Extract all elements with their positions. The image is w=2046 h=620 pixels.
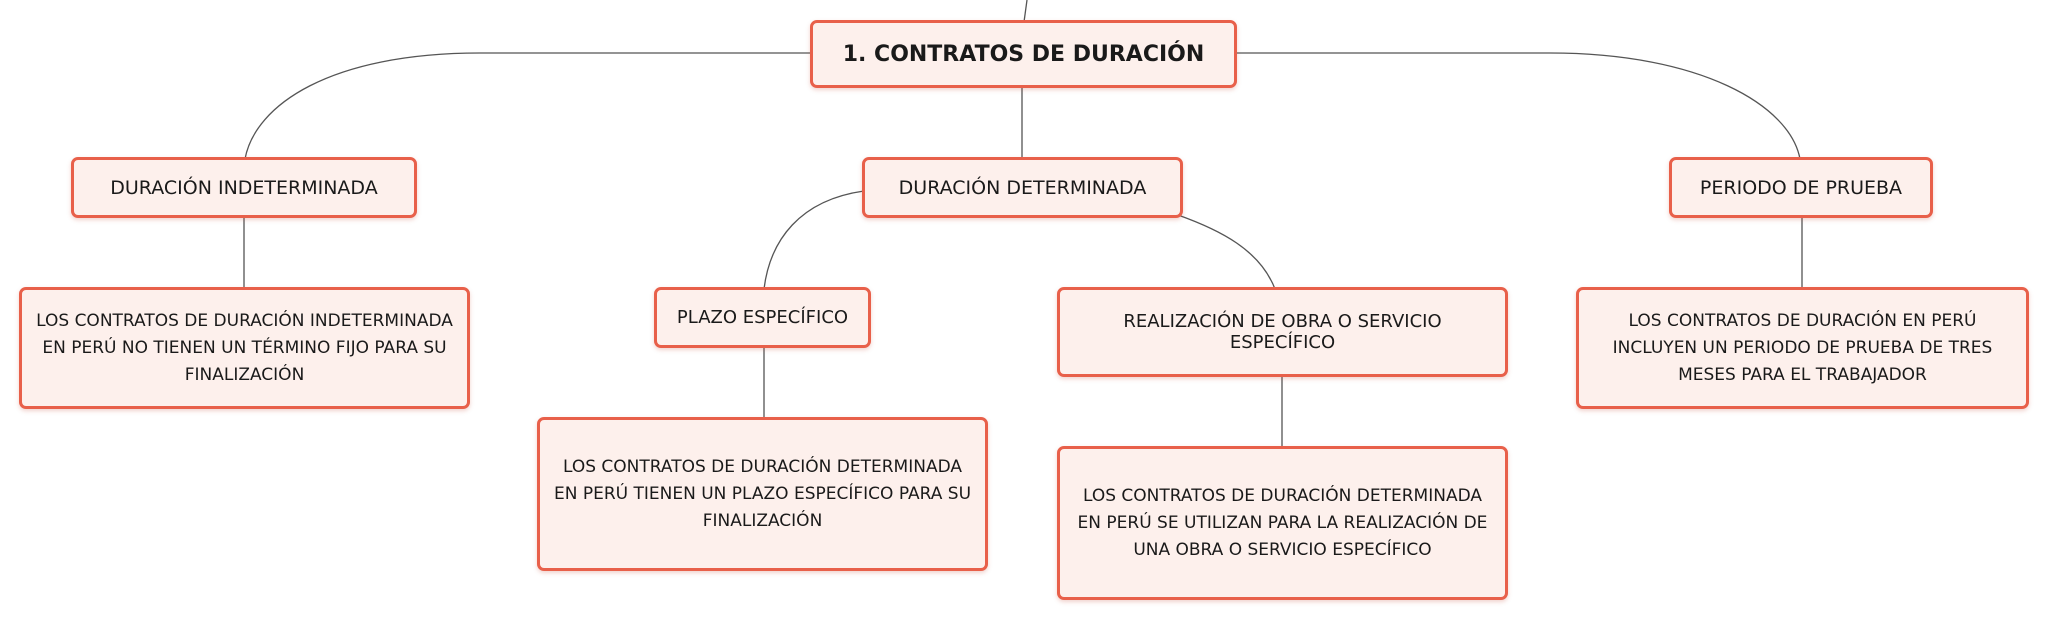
node-label: PLAZO ESPECÍFICO: [676, 307, 849, 328]
detail-text: LOS CONTRATOS DE DURACIÓN DETERMINADA EN…: [1077, 485, 1488, 560]
connector-incoming-root: [1023, 0, 1028, 23]
detail-text: LOS CONTRATOS DE DURACIÓN INDETERMINADA …: [36, 310, 453, 385]
connector-determinada-plazo: [763, 190, 865, 290]
node-realizacion-obra[interactable]: REALIZACIÓN DE OBRA O SERVICIO ESPECÍFIC…: [1057, 287, 1508, 377]
detail-periodo-de-prueba[interactable]: LOS CONTRATOS DE DURACIÓN EN PERÚ INCLUY…: [1576, 287, 2029, 409]
root-node[interactable]: 1. CONTRATOS DE DURACIÓN: [810, 20, 1237, 88]
connector-root-prueba: [1235, 52, 1801, 160]
node-label: PERIODO DE PRUEBA: [1699, 176, 1903, 199]
connector-determinada-obra: [1177, 214, 1276, 290]
node-label: DURACIÓN DETERMINADA: [898, 176, 1147, 199]
node-plazo-especifico[interactable]: PLAZO ESPECÍFICO: [654, 287, 871, 348]
detail-duracion-indeterminada[interactable]: LOS CONTRATOS DE DURACIÓN INDETERMINADA …: [19, 287, 470, 409]
node-duracion-determinada[interactable]: DURACIÓN DETERMINADA: [862, 157, 1183, 218]
detail-plazo-especifico[interactable]: LOS CONTRATOS DE DURACIÓN DETERMINADA EN…: [537, 417, 988, 571]
detail-text: LOS CONTRATOS DE DURACIÓN DETERMINADA EN…: [554, 456, 972, 531]
connector-root-indeterminada: [244, 52, 810, 160]
node-periodo-de-prueba[interactable]: PERIODO DE PRUEBA: [1669, 157, 1933, 218]
node-label: REALIZACIÓN DE OBRA O SERVICIO ESPECÍFIC…: [1123, 311, 1442, 353]
root-label: 1. CONTRATOS DE DURACIÓN: [842, 41, 1205, 67]
detail-text: LOS CONTRATOS DE DURACIÓN EN PERÚ INCLUY…: [1612, 310, 1993, 385]
node-label: DURACIÓN INDETERMINADA: [110, 176, 378, 199]
detail-realizacion-obra[interactable]: LOS CONTRATOS DE DURACIÓN DETERMINADA EN…: [1057, 446, 1508, 600]
node-duracion-indeterminada[interactable]: DURACIÓN INDETERMINADA: [71, 157, 417, 218]
